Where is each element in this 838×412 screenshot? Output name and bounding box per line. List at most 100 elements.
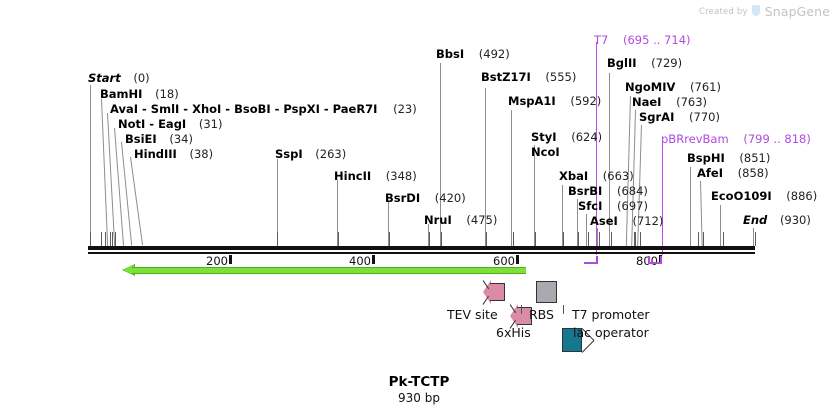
marker-name: EcoO109I bbox=[711, 189, 772, 203]
marker-pos: (420) bbox=[434, 191, 466, 205]
orf-arrow[interactable] bbox=[122, 263, 526, 276]
marker-label-styi[interactable]: StyI (624) bbox=[531, 131, 602, 143]
marker-pos: (930) bbox=[779, 213, 811, 227]
marker-pos: (761) bbox=[690, 80, 721, 94]
feature-label-tev-site[interactable]: TEV site bbox=[447, 307, 498, 322]
marker-pos: (348) bbox=[385, 169, 417, 183]
leader-bbsi bbox=[440, 63, 441, 246]
marker-label-bsrbi[interactable]: BsrBI (684) bbox=[568, 185, 648, 197]
marker-pos: (624) bbox=[571, 130, 603, 144]
marker-pos: (684) bbox=[616, 184, 648, 198]
marker-name: End bbox=[743, 213, 768, 227]
marker-name: NotI - EagI bbox=[118, 117, 187, 131]
marker-name: AseI bbox=[590, 214, 618, 228]
marker-label-bstz17i[interactable]: BstZ17I (555) bbox=[481, 71, 576, 83]
marker-name: NcoI bbox=[531, 145, 560, 159]
sequence-backbone-bottom bbox=[88, 252, 755, 254]
marker-label-ecoo109i[interactable]: EcoO109I (886) bbox=[711, 190, 817, 202]
marker-label-bsrdi[interactable]: BsrDI (420) bbox=[385, 192, 466, 204]
marker-label-nrui[interactable]: NruI (475) bbox=[424, 214, 497, 226]
marker-label-hincii[interactable]: HincII (348) bbox=[334, 170, 417, 182]
feature-label-t7-promoter[interactable]: T7 promoter bbox=[572, 307, 650, 322]
marker-name: NgoMIV bbox=[625, 80, 676, 94]
marker-label-asei[interactable]: AseI (712) bbox=[590, 215, 663, 227]
marker-label-bsphi[interactable]: BspHI (851) bbox=[687, 152, 770, 164]
marker-label-bamhi[interactable]: BamHI (18) bbox=[100, 88, 179, 100]
marker-label-start[interactable]: Start (0) bbox=[88, 72, 150, 84]
leader-asei bbox=[597, 228, 598, 246]
marker-label-ncoi[interactable]: NcoI bbox=[531, 146, 560, 158]
leader-styi bbox=[534, 145, 535, 246]
marker-label-pbrrevbam-primer[interactable]: pBRrevBam (799 .. 818) bbox=[661, 133, 811, 145]
feature-glyph-tev-site[interactable] bbox=[482, 280, 505, 305]
watermark-prefix: Created by bbox=[698, 6, 748, 17]
marker-name: BamHI bbox=[100, 87, 143, 101]
marker-pos: (23) bbox=[393, 102, 417, 116]
primer-range-t7[interactable] bbox=[584, 256, 598, 264]
marker-pos: (18) bbox=[155, 87, 179, 101]
feature-glyph-rbs[interactable] bbox=[536, 281, 557, 303]
marker-pos: (886) bbox=[786, 189, 818, 203]
marker-label-sfci[interactable]: SfcI (697) bbox=[578, 200, 648, 212]
marker-name: StyI bbox=[531, 130, 557, 144]
marker-label-afei[interactable]: AfeI (858) bbox=[697, 167, 769, 179]
marker-label-t7-primer[interactable]: T7 (695 .. 714) bbox=[594, 34, 691, 46]
leader-sfci bbox=[586, 214, 587, 246]
leader-xbai bbox=[562, 185, 563, 246]
marker-label-noti-eagi[interactable]: NotI - EagI (31) bbox=[118, 118, 222, 130]
marker-name: XbaI bbox=[559, 169, 589, 183]
feature-glyph-6xhis[interactable] bbox=[509, 304, 532, 329]
orf-shaft bbox=[132, 267, 526, 274]
marker-pos: (851) bbox=[739, 151, 771, 165]
marker-name: AvaI - SmlI - XhoI - BsoBI - PspXI - Pae… bbox=[110, 102, 378, 116]
leader-mspa1i bbox=[511, 110, 512, 246]
marker-name: SfcI bbox=[578, 199, 603, 213]
marker-pos: (475) bbox=[466, 213, 498, 227]
marker-label-hindiii[interactable]: HindIII (38) bbox=[134, 148, 213, 160]
marker-name: pBRrevBam bbox=[661, 132, 729, 146]
plasmid-length: 930 bp bbox=[398, 391, 440, 405]
marker-label-bsiei[interactable]: BsiEI (34) bbox=[125, 133, 193, 145]
watermark-brand: SnapGene bbox=[764, 4, 830, 19]
leader-t7-primer bbox=[596, 42, 598, 255]
marker-label-ngomiv[interactable]: NgoMIV (761) bbox=[625, 81, 721, 93]
leader-noti bbox=[114, 127, 125, 246]
marker-name: BsrBI bbox=[568, 184, 603, 198]
marker-name: BbsI bbox=[436, 47, 465, 61]
marker-pos: (263) bbox=[315, 147, 347, 161]
snapgene-watermark: Created by SnapGene bbox=[699, 2, 830, 21]
leader-bsrdi bbox=[388, 202, 389, 246]
marker-name: BsrDI bbox=[385, 191, 421, 205]
marker-label-xbai[interactable]: XbaI (663) bbox=[559, 170, 634, 182]
marker-name: NaeI bbox=[632, 95, 662, 109]
feature-glyph-t7-promoter[interactable] bbox=[562, 328, 596, 354]
ruler-label-800: 800 bbox=[636, 254, 658, 268]
marker-label-bglii[interactable]: BglII (729) bbox=[607, 57, 682, 69]
marker-label-naei[interactable]: NaeI (763) bbox=[632, 96, 707, 108]
ruler-tick-400 bbox=[372, 255, 375, 264]
marker-name: BsiEI bbox=[125, 132, 157, 146]
page-title: Pk-TCTP bbox=[388, 374, 450, 390]
marker-label-sgrai[interactable]: SgrAI (770) bbox=[639, 111, 720, 123]
marker-label-end[interactable]: End (930) bbox=[743, 214, 811, 226]
orf-arrowhead bbox=[123, 264, 134, 275]
marker-name: SspI bbox=[275, 147, 303, 161]
marker-name: HindIII bbox=[134, 147, 177, 161]
sequence-backbone-top bbox=[88, 246, 755, 250]
marker-name: BstZ17I bbox=[481, 70, 531, 84]
marker-pos: (695 .. 714) bbox=[623, 33, 691, 47]
marker-pos: (663) bbox=[602, 169, 634, 183]
marker-name: BglII bbox=[607, 56, 637, 70]
ruler-label-400: 400 bbox=[349, 254, 371, 268]
marker-pos: (592) bbox=[570, 94, 602, 108]
feature-label-rbs[interactable]: RBS bbox=[529, 307, 554, 322]
primer-range-pbrrevbam[interactable] bbox=[648, 256, 662, 264]
marker-pos: (0) bbox=[133, 71, 150, 85]
marker-label-avai-group[interactable]: AvaI - SmlI - XhoI - BsoBI - PspXI - Pae… bbox=[110, 103, 417, 115]
marker-label-mspa1i[interactable]: MspA1I (592) bbox=[508, 95, 601, 107]
marker-label-sspi[interactable]: SspI (263) bbox=[275, 148, 346, 160]
feature-label-lac-operator[interactable]: lac operator bbox=[573, 325, 649, 340]
leader-bglii bbox=[609, 73, 610, 246]
feature-label-6xhis[interactable]: 6xHis bbox=[496, 325, 531, 340]
marker-label-bbsi[interactable]: BbsI (492) bbox=[436, 48, 510, 60]
